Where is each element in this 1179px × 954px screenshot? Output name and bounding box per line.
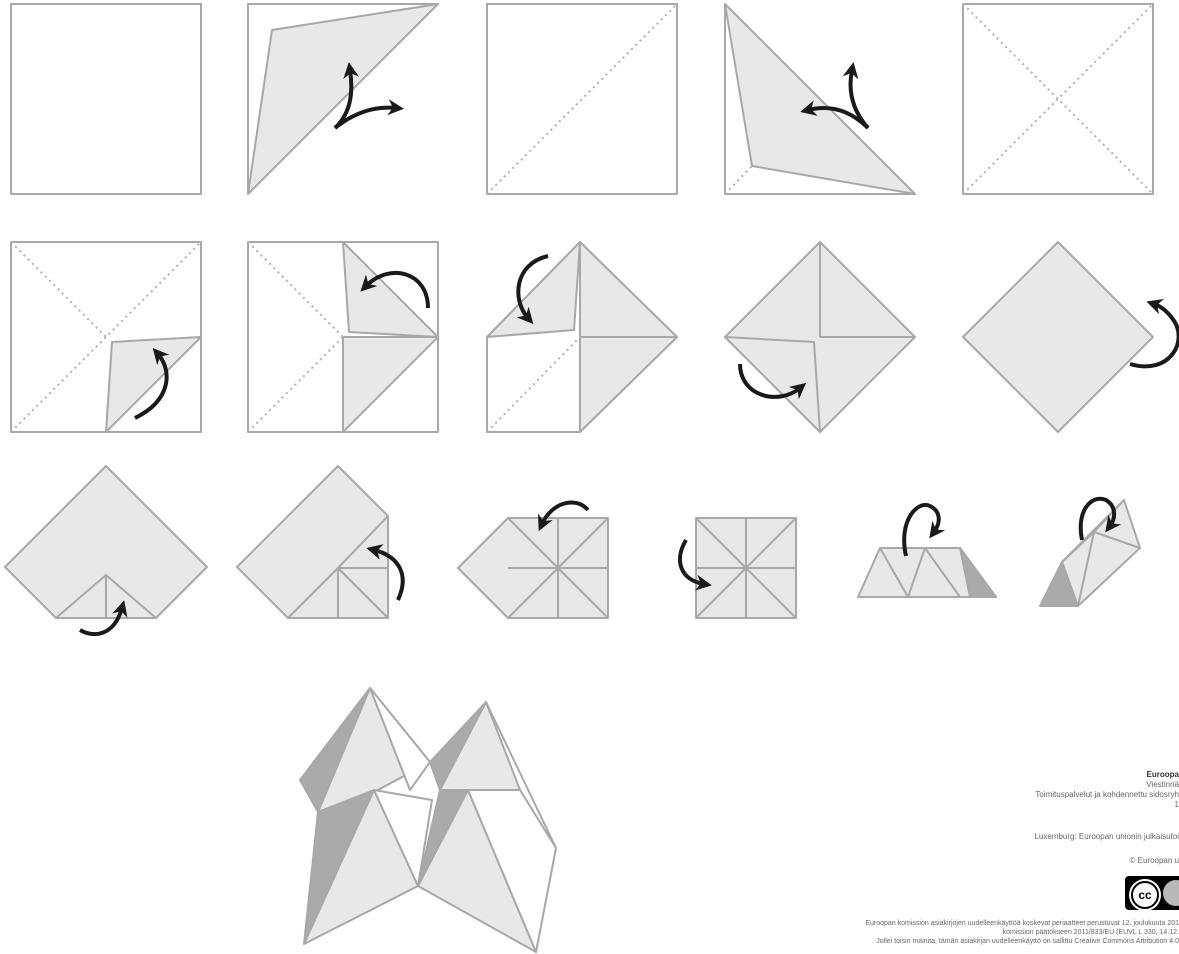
creative-commons-license-icon: cc [1125, 876, 1179, 910]
step-3-unfolded-diagonal [487, 4, 677, 194]
step-8-corner-fold [487, 242, 677, 432]
step-16-fold-again [1040, 499, 1140, 606]
step-6-corner-fold [11, 242, 201, 432]
step-10-flip [963, 242, 1179, 432]
step-1-square [11, 4, 201, 194]
step-14-square-folded [680, 518, 796, 618]
step-13-folding-corners [458, 502, 608, 618]
step-4-other-diagonal-fold [725, 4, 915, 194]
credits-line-3: 1 [619, 800, 1179, 810]
credits-copyright: © Euroopan u [619, 856, 1179, 866]
publication-credits: Euroopa Viestinnä Toimituspalvelut ja ko… [619, 770, 1179, 946]
finished-fortune-teller [300, 688, 556, 952]
step-2-diagonal-fold [248, 4, 438, 194]
credits-line-2: Toimituspalvelut ja kohdennettu sidosryh [619, 790, 1179, 800]
arrow-icon [851, 70, 868, 128]
credits-legal-2: komission päätökseen 2011/833/EU (EUVL L… [619, 928, 1179, 937]
step-12-corner-fold [237, 466, 403, 618]
step-7-corner-fold [248, 242, 438, 432]
step-15-fold-in-half [858, 505, 996, 597]
step-5-both-diagonals [963, 4, 1153, 194]
credits-legal-3: Jollei toisin mainita, tämän asiakirjan … [619, 937, 1179, 946]
step-11-corner-fold [5, 466, 207, 634]
step-9-corner-fold [725, 242, 915, 432]
credits-organisation: Euroopa [619, 770, 1179, 780]
credits-line-1: Viestinnä [619, 780, 1179, 790]
credits-publisher: Luxemburg: Euroopan unionin julkaisutoi [619, 832, 1179, 842]
credits-legal-1: Euroopan komission asiakirjojen uudellee… [619, 919, 1179, 928]
cc-logo-icon: cc [1131, 881, 1159, 909]
